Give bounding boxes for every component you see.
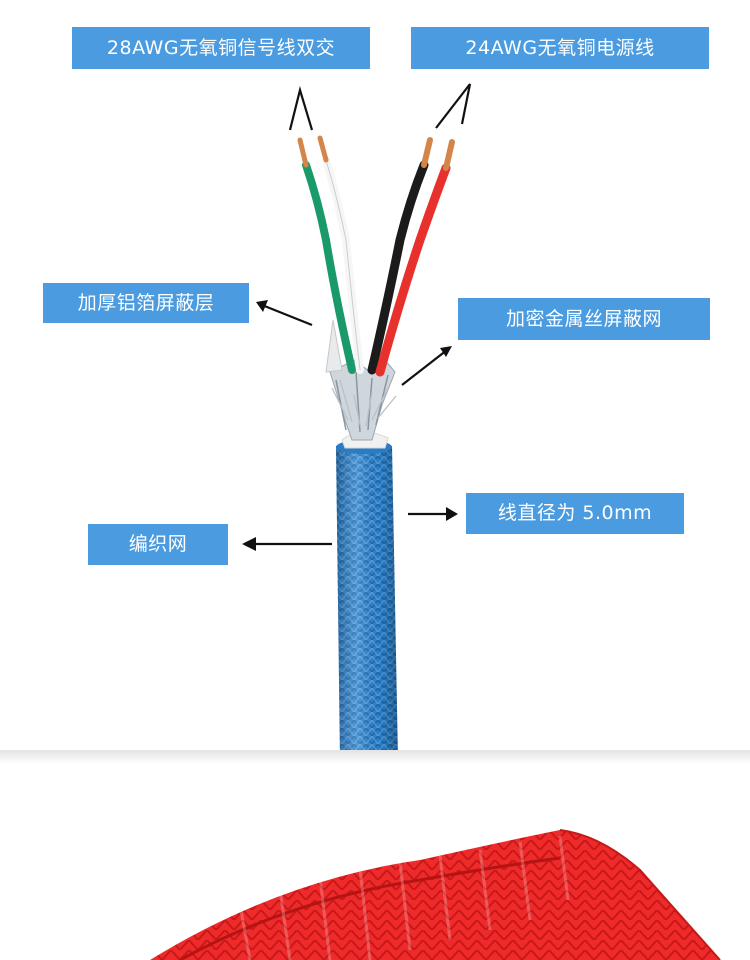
red-coiled-cable (150, 829, 721, 960)
section-divider (0, 750, 750, 764)
arrow-heads (242, 300, 458, 551)
mesh-shield-label: 加密金属丝屏蔽网 (458, 298, 710, 340)
diameter-label: 线直径为 5.0mm (466, 493, 684, 534)
power-wires (367, 137, 455, 377)
foil-shield-area (325, 319, 396, 449)
foil-shield-label: 加厚铝箔屏蔽层 (43, 283, 249, 323)
mesh-shield-strands (331, 379, 397, 427)
power-wire-label: 24AWG无氧铜电源线 (411, 27, 709, 69)
braid-label: 编织网 (88, 524, 228, 565)
signal-wires (297, 135, 364, 374)
pointer-arrows (250, 83, 472, 546)
signal-wire-label: 28AWG无氧铜信号线双交 (72, 27, 370, 69)
blue-cable (336, 440, 398, 760)
